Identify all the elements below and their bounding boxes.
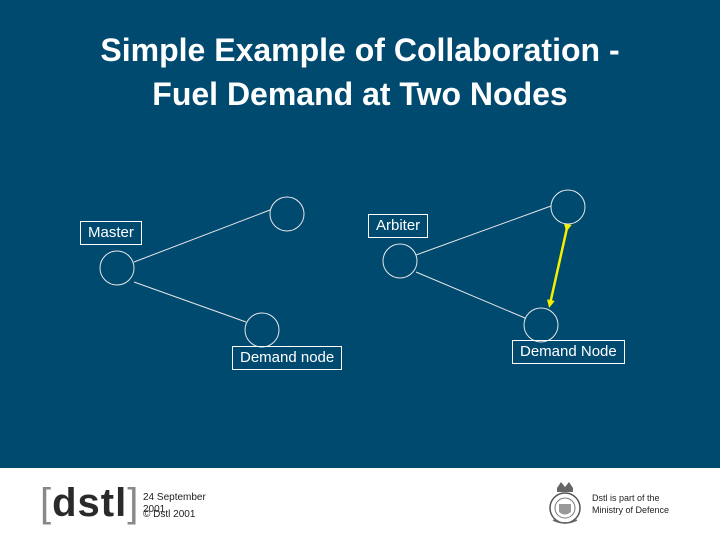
label-demand-node-right: Demand Node — [512, 340, 625, 364]
mod-statement: Dstl is part of the Ministry of Defence — [592, 492, 669, 516]
edge-master-to-demand-node — [133, 281, 247, 323]
node-right-top — [550, 189, 586, 225]
mod-line-1: Dstl is part of the — [592, 493, 660, 503]
node-master — [99, 250, 135, 286]
slide-background: Simple Example of Collaboration - Fuel D… — [0, 0, 720, 468]
collaboration-arrow — [546, 223, 572, 308]
node-left-demand — [244, 312, 280, 348]
node-arbiter — [382, 243, 418, 279]
footer — [0, 468, 720, 540]
edge-arbiter-to-demand-node — [415, 271, 526, 319]
label-master: Master — [80, 221, 142, 245]
label-demand-node-left: Demand node — [232, 346, 343, 370]
edge-master-to-top-node — [133, 209, 271, 263]
label-arbiter: Arbiter — [368, 214, 429, 238]
dstl-logo: [dstl] — [40, 481, 140, 525]
node-left-top — [269, 196, 305, 232]
title-line-1: Simple Example of Collaboration - — [100, 32, 620, 68]
footer-copyright: © Dstl 2001 — [143, 509, 196, 520]
title-line-2: Fuel Demand at Two Nodes — [152, 76, 568, 112]
network-diagram — [99, 189, 586, 348]
royal-crest-icon — [549, 482, 581, 524]
node-right-demand — [523, 307, 559, 343]
mod-line-2: Ministry of Defence — [592, 505, 670, 515]
slide-title: Simple Example of Collaboration - Fuel D… — [20, 28, 700, 116]
footer-date: 24 September 2001 — [143, 492, 206, 515]
edge-arbiter-to-top-node — [415, 205, 552, 256]
